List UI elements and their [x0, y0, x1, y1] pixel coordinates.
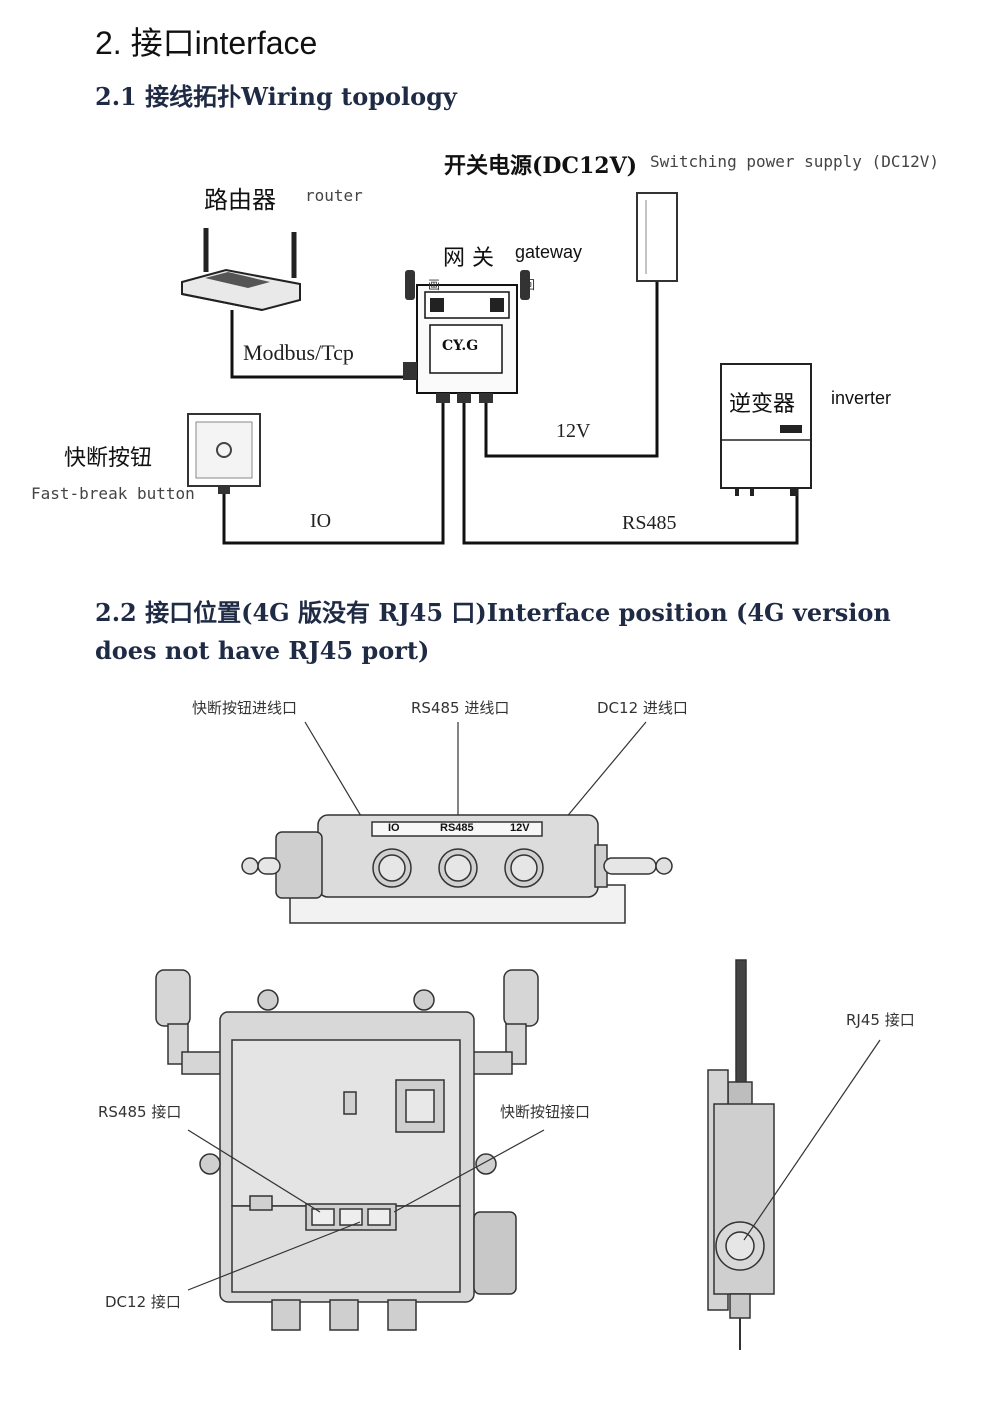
gateway-front-view: [156, 970, 538, 1330]
label-dc12-if: DC12 接口: [105, 1291, 181, 1312]
label-button-in: 快断按钮进线口: [192, 697, 297, 718]
label-rs485-if: RS485 接口: [98, 1101, 181, 1122]
port-rs485-mark: RS485: [440, 822, 474, 834]
port-12v-mark: 12V: [510, 822, 530, 834]
port-io-mark: IO: [388, 822, 400, 834]
label-button-if: 快断按钮接口: [500, 1101, 590, 1122]
label-rj45-if: RJ45 接口: [846, 1009, 915, 1030]
label-dc12-in: DC12 进线口: [597, 697, 688, 718]
gateway-right-view: [708, 960, 774, 1350]
label-rs485-in: RS485 进线口: [411, 697, 509, 718]
